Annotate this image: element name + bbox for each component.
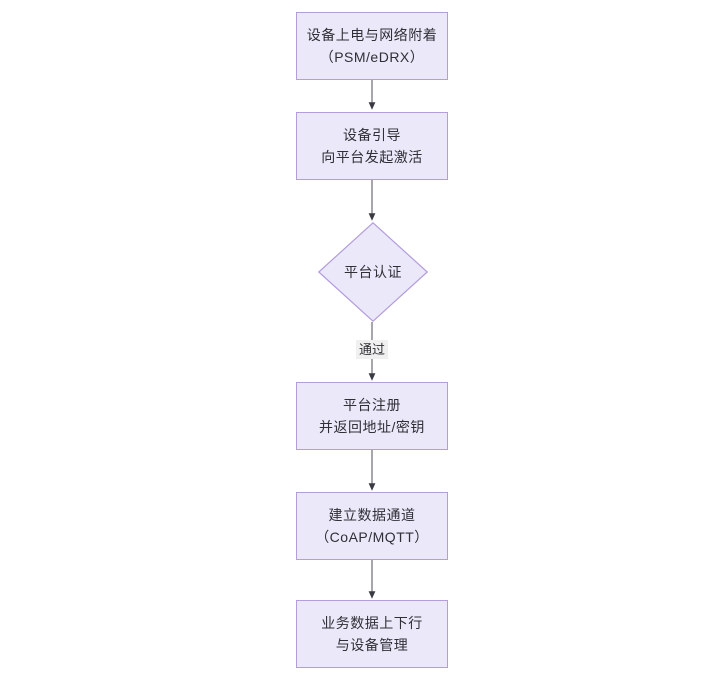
node-line: 平台注册 bbox=[343, 397, 401, 413]
node-device-bootstrap[interactable]: 设备引导 向平台发起激活 bbox=[296, 112, 448, 180]
node-line: （PSM/eDRX） bbox=[319, 49, 425, 65]
node-line: （CoAP/MQTT） bbox=[315, 529, 429, 545]
node-line: 业务数据上下行 bbox=[321, 615, 423, 631]
node-line: 平台认证 bbox=[344, 264, 402, 280]
node-line: 并返回地址/密钥 bbox=[319, 419, 425, 435]
node-platform-registration[interactable]: 平台注册 并返回地址/密钥 bbox=[296, 382, 448, 450]
edge-label-pass: 通过 bbox=[355, 340, 389, 359]
node-line: 建立数据通道 bbox=[328, 507, 416, 523]
diamond-shape-icon bbox=[318, 222, 428, 322]
node-line: 设备引导 bbox=[343, 127, 401, 143]
node-establish-data-channel[interactable]: 建立数据通道 （CoAP/MQTT） bbox=[296, 492, 448, 560]
node-line: 与设备管理 bbox=[335, 637, 409, 653]
node-business-data-and-device-management[interactable]: 业务数据上下行 与设备管理 bbox=[296, 600, 448, 668]
node-line: 向平台发起激活 bbox=[321, 149, 423, 165]
node-device-power-on[interactable]: 设备上电与网络附着 （PSM/eDRX） bbox=[296, 12, 448, 80]
node-line: 设备上电与网络附着 bbox=[306, 27, 438, 43]
node-platform-authentication[interactable]: 平台认证 bbox=[318, 222, 428, 322]
